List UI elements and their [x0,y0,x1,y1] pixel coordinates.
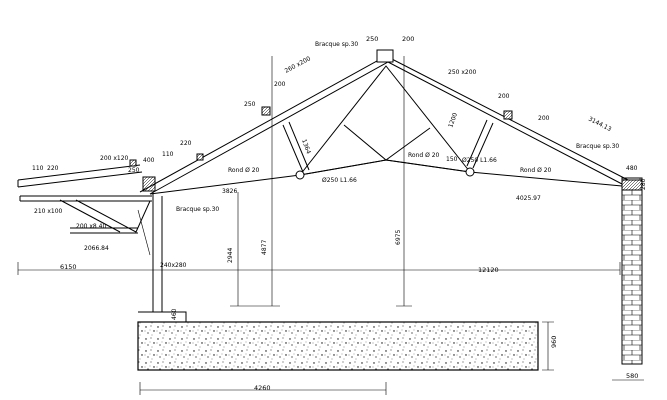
dim-200x40: 200 x8 40 [76,223,106,230]
annotation-labels: Ø250 L1.66 Ø250 L1.66 Rond Ø 20 Rond Ø 2… [176,41,619,213]
bracket-label-top: Bracque sp.30 [315,41,358,48]
dim-200-l: 200 [274,81,286,88]
dim-4877: 4877 [261,240,268,255]
dim-12120: 12120 [478,266,499,274]
dim-400: 400 [143,157,155,164]
dim-250: 250 [366,35,378,43]
dim-460: 460 [171,308,178,320]
foundation-slab [137,321,539,371]
dim-260x200: 260 x200 [284,55,312,75]
wall-cap [621,179,643,191]
dim-250-l2: 250 [128,167,140,174]
dim-150: 150 [446,156,458,163]
dim-4260: 4260 [254,384,271,392]
dim-2944: 2944 [227,248,234,263]
dim-240x280: 240x280 [160,262,187,269]
dim-960: 960 [550,336,558,348]
dim-110-l: 110 [162,151,174,158]
dim-6150: 6150 [60,263,77,271]
dim-200-top: 200 [402,35,414,43]
dim-2066: 2066.84 [84,245,109,252]
dim-1364: 1364 [300,138,312,155]
rod-label-right: Rond Ø 20 [520,167,552,174]
dim-220-l: 220 [180,140,192,147]
dim-200x120: 200 x120 [100,155,129,162]
dim-1200: 1200 [447,112,459,129]
rod-label-left: Rond Ø 20 [228,167,260,174]
bracket-label-right: Bracque sp.30 [576,143,619,150]
dim-480: 480 [626,165,638,172]
column-left [138,192,187,322]
dim-580: 580 [626,372,638,380]
dim-250-l: 250 [244,101,256,108]
bolt-label-right: Ø250 L1.66 [462,157,497,164]
dim-4025: 4025.97 [516,195,541,202]
rod-label-mid: Rond Ø 20 [408,152,440,159]
dim-250x200: 250 x200 [448,69,477,76]
canopy-rafter [17,164,143,188]
dim-3144: 3144.13 [587,116,612,134]
dim-210x100: 210 x100 [34,208,63,215]
dim-280: 280 [640,178,647,190]
dim-3826: 3826 [222,188,237,195]
dim-6975: 6975 [395,230,402,245]
bottom-chord [149,159,623,195]
main-rafter-left [139,55,389,195]
dim-200-r: 200 [498,93,510,100]
dim-200-r2: 200 [538,115,550,122]
bolt-label-left: Ø250 L1.66 [322,177,357,184]
dim-220: 220 [47,165,59,172]
brick-wall [621,177,643,365]
bracket-label-left: Bracque sp.30 [176,206,219,213]
dim-110: 110 [32,165,44,172]
